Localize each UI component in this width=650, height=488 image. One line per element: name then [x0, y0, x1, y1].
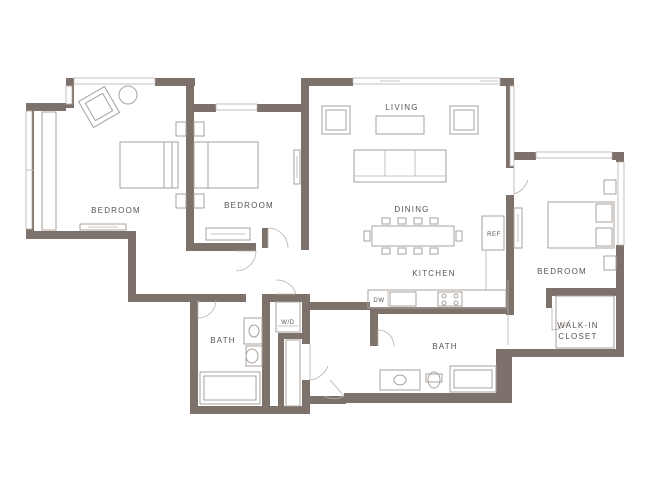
middle-bedroom-furniture [193, 121, 301, 241]
kitchen-fixtures [367, 207, 523, 309]
dining-furniture [363, 217, 463, 255]
label-bath-middle: BATH [432, 342, 458, 351]
living-furniture [321, 105, 479, 183]
room-labels: BEDROOM BEDROOM LIVING DINING KITCHEN BE… [91, 103, 598, 351]
windows [25, 77, 625, 246]
label-bedroom-middle: BEDROOM [224, 201, 274, 210]
label-walkin-line2: CLOSET [558, 332, 597, 341]
left-bedroom-furniture [41, 85, 187, 231]
middle-bath-fixtures [379, 365, 497, 393]
label-dishwasher: DW [373, 298, 384, 304]
label-bedroom-left: BEDROOM [91, 206, 141, 215]
label-refrigerator: REF [487, 232, 501, 238]
label-bedroom-right: BEDROOM [537, 267, 587, 276]
label-dining: DINING [394, 205, 429, 214]
label-walkin-line1: WALK-IN [557, 321, 598, 330]
fixture-labels: W/D REF DW [281, 232, 501, 326]
label-living: LIVING [385, 103, 418, 112]
walls [26, 78, 624, 414]
doors [197, 168, 571, 400]
label-bath-left: BATH [210, 336, 236, 345]
label-washer-dryer: W/D [281, 320, 295, 326]
left-bath-fixtures [199, 301, 301, 407]
right-bedroom-furniture [547, 179, 617, 349]
label-kitchen: KITCHEN [412, 269, 456, 278]
